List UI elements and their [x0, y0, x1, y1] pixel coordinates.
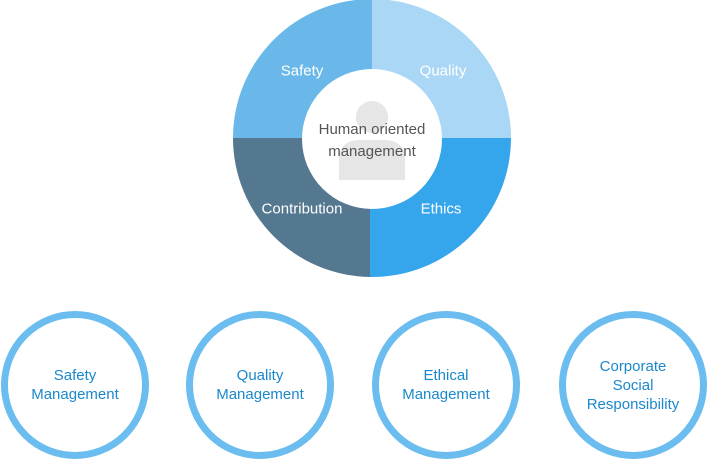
pillar-line: Responsibility: [586, 395, 680, 413]
segment-label-quality: Quality: [419, 62, 467, 80]
pillar-line: Ethical: [423, 367, 469, 384]
pillar-line: Management: [31, 386, 119, 403]
pillar-line: Quality: [236, 367, 284, 384]
pillar-line: Management: [402, 386, 490, 403]
segment-label-contribution: Contribution: [261, 200, 343, 218]
pillar-line: Management: [216, 386, 304, 403]
center-line-2: management: [328, 143, 416, 160]
donut-hole: [302, 69, 442, 209]
pillar-line: Social: [612, 376, 654, 394]
center-line-1: Human oriented: [318, 121, 426, 138]
pillar-line: Safety: [53, 367, 97, 384]
center-title: Human oriented management: [307, 119, 437, 163]
management-donut: [233, 0, 511, 278]
segment-label-ethics: Ethics: [420, 200, 462, 218]
person-icon: [339, 101, 405, 180]
segment-label-safety: Safety: [280, 62, 324, 80]
pillar-line: Corporate: [599, 357, 667, 375]
